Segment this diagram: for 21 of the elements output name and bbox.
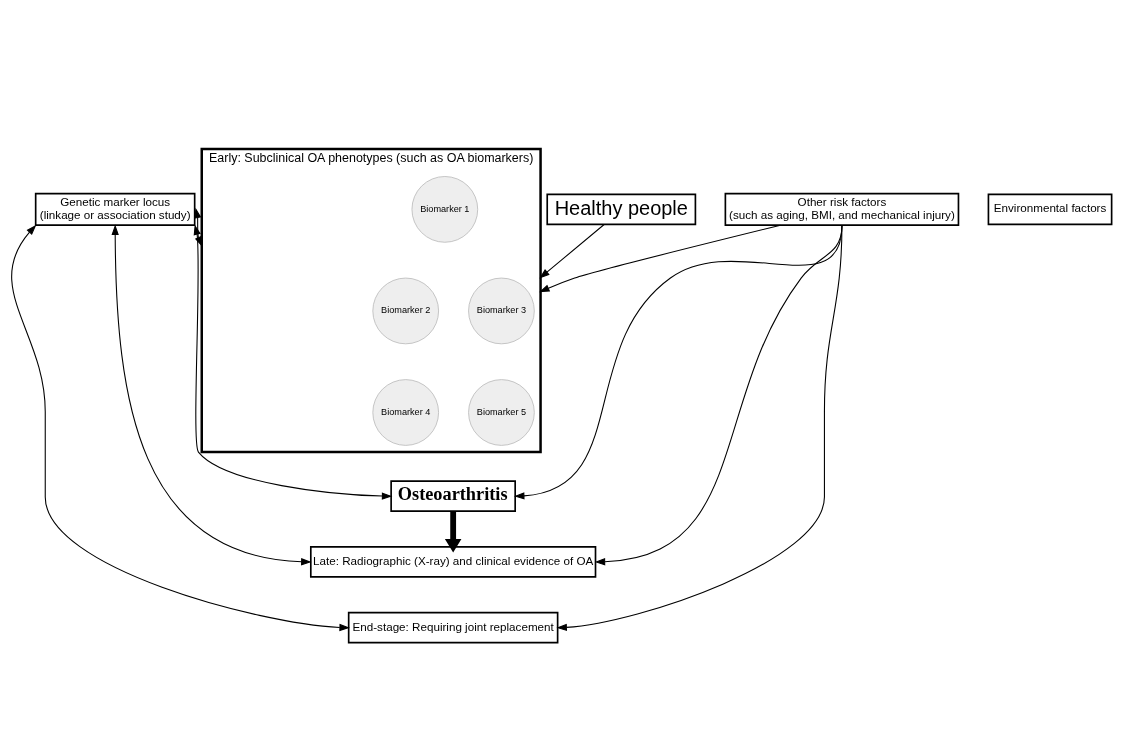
arrow xyxy=(444,510,462,552)
node-box: End-stage: Requiring joint replacement xyxy=(347,611,559,643)
arrow xyxy=(513,225,843,500)
arrow xyxy=(556,225,843,631)
node-circle: Biomarker 3 xyxy=(468,277,535,344)
arrow xyxy=(11,224,350,631)
node-box: Healthy people xyxy=(546,193,697,225)
node-circle: Biomarker 5 xyxy=(468,378,535,446)
node-box: Genetic marker locus (linkage or association study) xyxy=(34,192,196,226)
node-box: Late: Radiographic (X-ray) and clinical evidence of OA xyxy=(309,545,597,578)
node-circle: Biomarker 2 xyxy=(372,277,439,344)
arrow xyxy=(111,223,312,565)
arrow xyxy=(539,224,781,292)
arrow xyxy=(539,223,605,279)
node-circle: Biomarker 4 xyxy=(372,378,439,446)
node-circle: Biomarker 1 xyxy=(411,175,479,243)
arrow xyxy=(194,207,203,247)
node-box: Osteoarthritis xyxy=(390,479,516,512)
node-box: Other risk factors (such as aging, BMI, and mechanical injury) xyxy=(724,192,960,226)
arrow xyxy=(193,223,393,500)
node-box: Environmental factors xyxy=(987,193,1113,225)
